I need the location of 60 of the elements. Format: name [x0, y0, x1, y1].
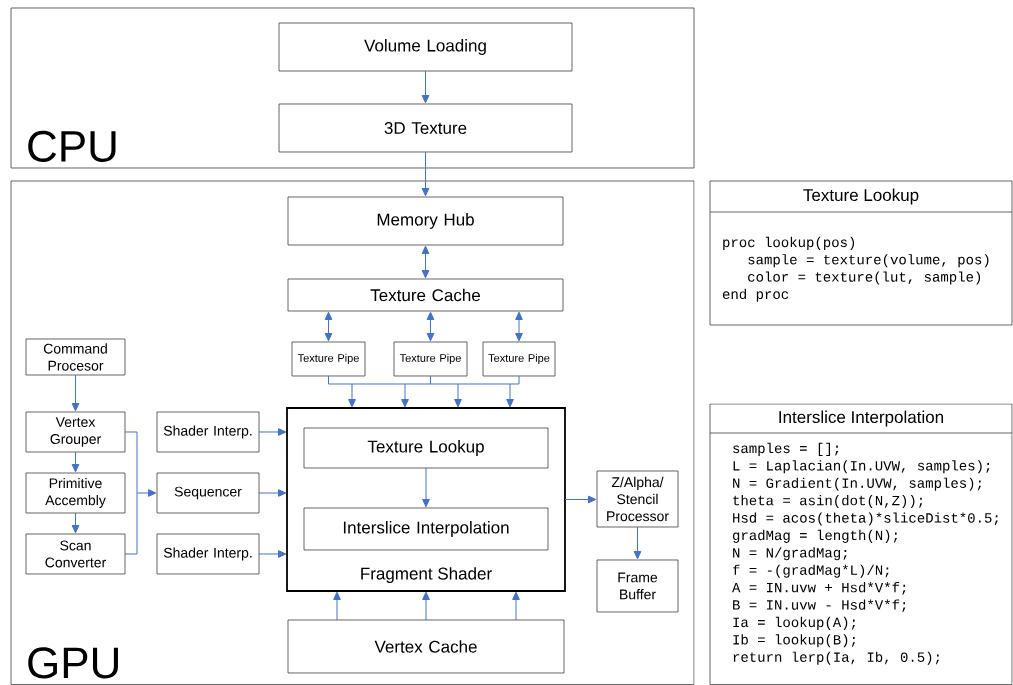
process-box: Vertex Cache: [287, 619, 565, 674]
process-box: Texture Pipe: [291, 341, 366, 377]
process-box: Texture Lookup: [303, 427, 549, 469]
code-line: Hsd = acos(theta)*sliceDist*0.5;: [733, 512, 998, 526]
panel-heading: Interslice Interpolation: [779, 410, 943, 427]
process-box: Sequencer: [156, 472, 260, 514]
arrow: [512, 591, 520, 621]
arrow: [421, 151, 430, 197]
process-box: Texture Pipe: [482, 341, 556, 377]
process-box: 3D Texture: [278, 103, 573, 153]
code-line: N = N/gradMag;: [733, 547, 847, 561]
code-line: gradMag = length(N);: [733, 529, 897, 543]
arrow: [71, 451, 80, 473]
process-box: Primitive Accembly: [25, 472, 126, 514]
code-line: end proc: [722, 288, 789, 302]
process-box: Shader Interp.: [156, 533, 260, 575]
process-box: Command Procesor: [25, 338, 126, 376]
arrow: [633, 526, 642, 560]
code-panel: [709, 403, 1013, 685]
panel-heading: Texture Lookup: [803, 188, 919, 205]
code-line: N = Gradient(In.UVW, samples);: [733, 477, 981, 491]
process-box: Z/Alpha/ Stencil Processor: [596, 470, 679, 528]
code-line: theta = asin(dot(N,Z));: [733, 495, 923, 509]
arrow: [421, 70, 430, 104]
arrow: [258, 550, 287, 558]
arrow: [422, 467, 430, 508]
arrow: [258, 489, 287, 497]
arrow: [421, 245, 430, 279]
process-box: Vertex Grouper: [25, 411, 126, 453]
process-box: Volume Loading: [278, 22, 573, 72]
arrow: [258, 428, 287, 436]
arrow: [71, 374, 80, 412]
arrow: [422, 591, 430, 621]
process-box: Frame Buffer: [596, 559, 679, 613]
code-line: proc lookup(pos): [723, 236, 855, 250]
code-panel: [709, 180, 1013, 326]
process-box: Shader Interp.: [156, 411, 260, 453]
arrow: [333, 591, 341, 621]
process-box: Interslice Interpolation: [303, 507, 549, 551]
code-line: f = -(gradMag*L)/N;: [732, 564, 889, 578]
process-box: Scan Converter: [25, 533, 126, 575]
code-line: samples = [];: [733, 442, 839, 456]
arrow: [426, 311, 435, 342]
arrow: [564, 495, 597, 504]
arrow: [71, 512, 80, 534]
process-box: Texture Cache: [287, 278, 564, 312]
code-line: return lerp(Ia, Ib, 0.5);: [733, 651, 939, 665]
arrow: [124, 431, 157, 555]
code-line: B = IN.uvw - Hsd*V*f;: [733, 599, 906, 613]
process-box: Memory Hub: [287, 196, 564, 246]
arrow: [328, 375, 520, 408]
arrow: [515, 311, 523, 342]
process-box: Texture Pipe: [393, 341, 468, 377]
code-line: sample = texture(volume, pos): [748, 254, 989, 268]
arrow: [324, 311, 333, 342]
code-line: color = texture(lut, sample): [748, 271, 981, 285]
code-line: A = IN.uvw + Hsd*V*f;: [732, 582, 906, 595]
code-line: Ib = lookup(B);: [733, 634, 855, 648]
code-line: L = Laplacian(In.UVW, samples);: [733, 460, 990, 474]
code-line: Ia = lookup(A);: [733, 616, 855, 630]
